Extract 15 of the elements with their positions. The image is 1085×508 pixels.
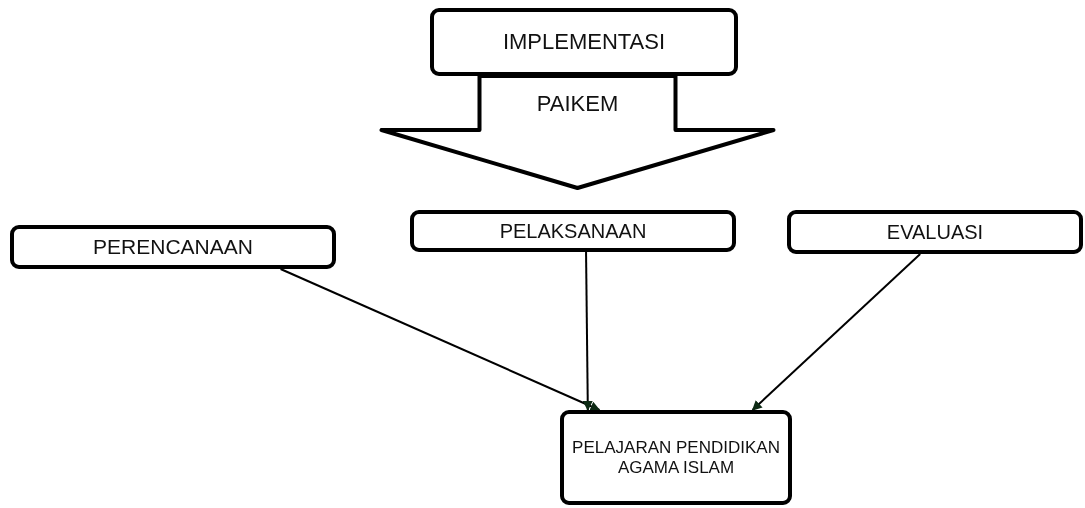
node-label: EVALUASI [886, 220, 984, 244]
node-label: PERENCANAAN [93, 235, 253, 259]
process-box [410, 210, 736, 252]
arrow [279, 268, 601, 411]
process-box [560, 410, 792, 505]
process-box [430, 8, 738, 76]
node-label: IMPLEMENTASI [502, 29, 666, 55]
edge-label: PAIKEM [536, 91, 619, 117]
node-label: PELAJARAN PENDIDIKAN AGAMA ISLAM [572, 437, 780, 478]
block-arrow [379, 74, 776, 190]
node-label: PELAKSANAAN [499, 219, 647, 243]
process-box [787, 210, 1083, 254]
arrow [751, 253, 922, 411]
process-box [10, 225, 336, 269]
arrow [582, 251, 593, 411]
